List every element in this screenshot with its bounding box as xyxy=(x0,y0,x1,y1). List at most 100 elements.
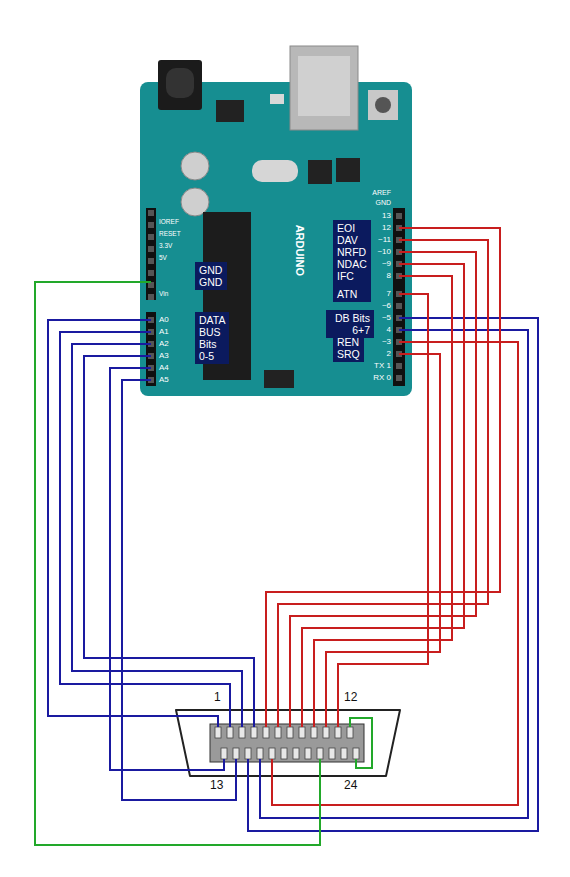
connector-pin xyxy=(311,727,317,738)
signal-name: GND xyxy=(199,264,223,276)
arduino-board xyxy=(140,46,412,396)
drawing-part xyxy=(181,188,209,216)
header-pins xyxy=(148,210,402,383)
pin-label: A1 xyxy=(159,327,169,336)
header-pin xyxy=(148,246,154,252)
drawing-part xyxy=(122,380,236,800)
pin-label: 12 xyxy=(382,223,391,232)
connector-pin xyxy=(299,727,305,738)
pin-label: ~9 xyxy=(382,259,391,268)
connector-pin xyxy=(275,727,281,738)
pin-label: ~6 xyxy=(382,301,391,310)
pin-label: ~5 xyxy=(382,313,391,322)
control-signal-box: RENSRQ xyxy=(333,334,364,362)
header-pin xyxy=(148,210,154,216)
connector-pin xyxy=(335,727,341,738)
drawing-part xyxy=(35,282,320,845)
connector-pin xyxy=(353,748,359,759)
pin-label: 2 xyxy=(387,349,391,358)
pin-number: 12 xyxy=(344,691,357,705)
pin-label: 4 xyxy=(387,325,391,334)
connector-pin xyxy=(263,727,269,738)
header-pin xyxy=(148,222,154,228)
drawing-part xyxy=(181,152,209,180)
drawing-part xyxy=(252,160,298,182)
drawing-part xyxy=(140,82,412,396)
silkscreen-label: GND xyxy=(375,199,391,207)
connector-pin xyxy=(323,727,329,738)
connector-pin xyxy=(341,748,347,759)
control-wires xyxy=(266,228,518,805)
drawing-part xyxy=(308,160,332,184)
pin-number: 1 xyxy=(214,691,221,705)
pin-label: IOREF xyxy=(159,218,179,225)
pin-label: A2 xyxy=(159,339,169,348)
header-pin xyxy=(148,258,154,264)
pin-label: A0 xyxy=(159,315,169,324)
connector-pin xyxy=(269,748,275,759)
pin-label: ~3 xyxy=(382,337,391,346)
control-signal-box: EOIDAVNRFDNDACIFCATN xyxy=(333,220,371,302)
pin-label: A5 xyxy=(159,375,169,384)
drawing-part xyxy=(350,718,372,768)
drawing-part xyxy=(298,56,350,116)
ground-label-box: GNDGND xyxy=(195,262,227,290)
pin-number: 13 xyxy=(210,779,223,793)
drawing-part xyxy=(290,252,476,727)
drawing-part xyxy=(216,100,244,122)
signal-name: GND xyxy=(199,276,223,288)
connector-pins xyxy=(215,727,359,759)
connector-pin xyxy=(239,727,245,738)
drawing-part xyxy=(166,68,194,98)
signal-name: DAV xyxy=(337,234,367,246)
pin-label: Vin xyxy=(159,290,168,297)
board-name: ARDUINO xyxy=(294,224,307,275)
header-pin xyxy=(148,270,154,276)
signal-name: NRFD xyxy=(337,246,367,258)
wires xyxy=(35,228,538,845)
connector-pin xyxy=(317,748,323,759)
drawing-part xyxy=(146,312,156,386)
header-pin xyxy=(396,375,402,381)
drawing-part xyxy=(248,318,538,831)
drawing-part xyxy=(314,276,452,727)
pin-label: ~10 xyxy=(377,247,391,256)
gpib-connector xyxy=(176,710,400,776)
connector-pin xyxy=(227,727,233,738)
pin-label: RX 0 xyxy=(373,373,391,382)
drawing-part xyxy=(264,370,294,388)
ground-wires xyxy=(35,282,372,845)
header-pin xyxy=(396,363,402,369)
pin-label: TX 1 xyxy=(374,361,391,370)
drawing-part xyxy=(146,208,156,300)
connector-pin xyxy=(329,748,335,759)
pin-label: RESET xyxy=(159,230,181,237)
drawing-part xyxy=(176,710,400,776)
drawing-part xyxy=(326,354,440,727)
connector-pin xyxy=(233,748,239,759)
signal-name: DATA BUS Bits 0-5 xyxy=(199,314,225,362)
drawing-part xyxy=(210,724,364,762)
pin-label: 7 xyxy=(387,289,391,298)
drawing-part xyxy=(302,264,464,727)
signal-name: IFC xyxy=(337,270,367,282)
connector-pin xyxy=(245,748,251,759)
drawing-part xyxy=(338,294,428,727)
pin-label: ~11 xyxy=(378,235,391,244)
pin-label: 8 xyxy=(387,271,391,280)
pin-label: A3 xyxy=(159,351,169,360)
drawing-part xyxy=(158,60,202,110)
drawing-part xyxy=(368,90,398,120)
pin-label: 3.3V xyxy=(159,242,172,249)
header-pin xyxy=(148,294,154,300)
data-bus-label-box: DATA BUS Bits 0-5 xyxy=(195,312,229,364)
connector-pin xyxy=(305,748,311,759)
connector-pin xyxy=(287,727,293,738)
drawing-part xyxy=(278,240,488,727)
drawing-part xyxy=(266,228,500,727)
connector-pin xyxy=(215,727,221,738)
connector-pin xyxy=(257,748,263,759)
pin-label: 5V xyxy=(159,254,167,261)
signal-name: ATN xyxy=(337,288,367,300)
connector-pin xyxy=(347,727,353,738)
